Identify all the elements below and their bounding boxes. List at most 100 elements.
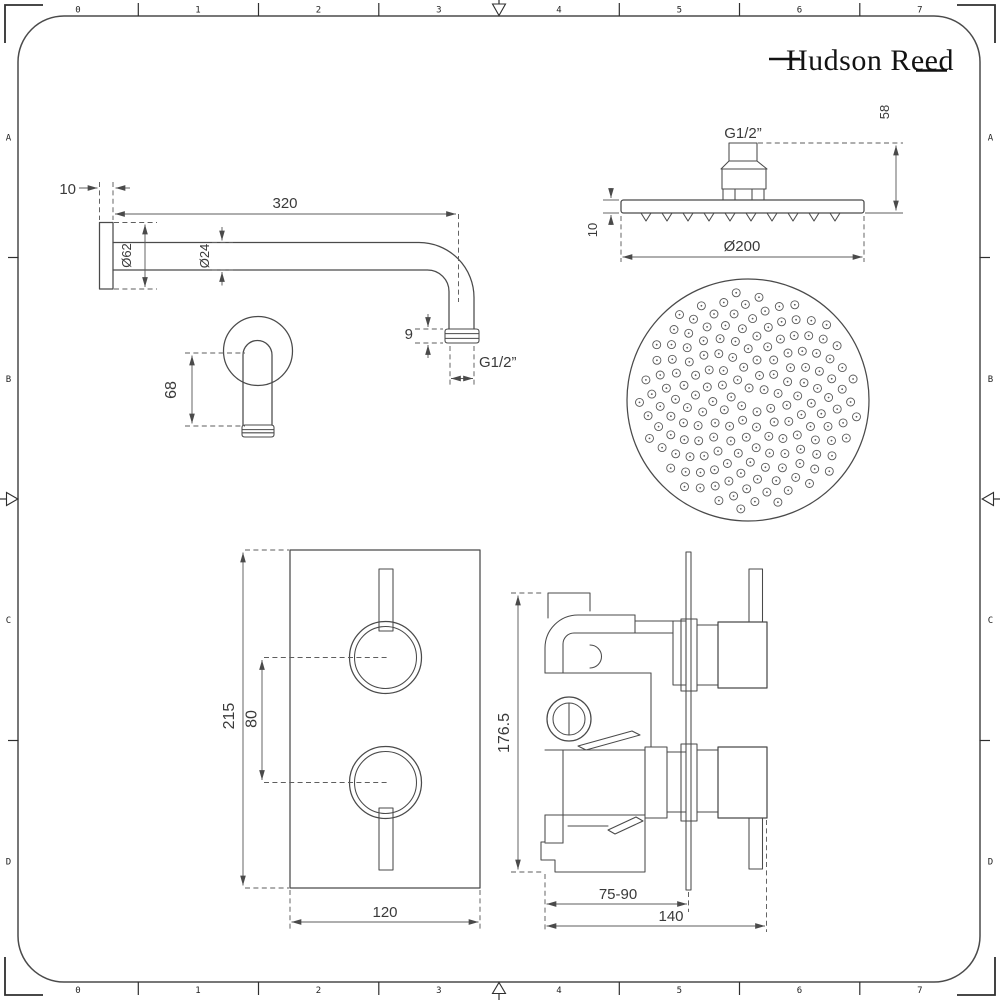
ruler-label: 3 — [436, 6, 441, 16]
ruler-label: 7 — [917, 6, 922, 16]
valve-inlet-box — [547, 592, 591, 619]
arm-thread-collar — [444, 328, 480, 344]
ruler-top: 0 1 2 3 4 5 6 7 — [75, 6, 922, 16]
ruler-label: D — [6, 857, 11, 867]
valve-side-bottom-lever — [748, 817, 764, 870]
center-marker-top-icon — [491, 3, 507, 17]
ruler-right: A B C D — [988, 134, 994, 868]
ruler-label: C — [988, 616, 993, 626]
dim-valve-width: 120 — [372, 904, 397, 921]
ruler-label: 7 — [917, 986, 922, 996]
valve-side-bottom-knob — [717, 746, 768, 819]
center-marker-bottom-icon — [491, 981, 507, 995]
head-nozzle-tips — [640, 212, 841, 222]
ruler-label: A — [6, 134, 12, 144]
ruler-label: B — [6, 375, 11, 385]
valve-bottom-cartridge — [644, 746, 668, 819]
ruler-bottom: 0 1 2 3 4 5 6 7 — [75, 986, 922, 996]
ruler-label: B — [988, 375, 993, 385]
corner-bracket-bottom-right — [957, 957, 996, 996]
ruler-label: D — [988, 857, 993, 867]
dim-head-height: 58 — [877, 105, 892, 119]
dim-recess-depth: 75-90 — [599, 886, 637, 903]
ruler-label: 4 — [556, 986, 561, 996]
center-marker-right-icon — [981, 491, 995, 507]
shower-arm-side-view: 10 320 Ø62 Ø24 9 G1/2” — [59, 181, 517, 387]
valve-side-view: 176.5 75-90 140 — [496, 551, 768, 932]
head-connector-neck — [722, 188, 765, 201]
dim-valve-height: 215 — [221, 703, 238, 730]
ruler-left: A B C D — [6, 134, 12, 868]
ruler-label: 4 — [556, 6, 561, 16]
valve-front-view: 215 80 120 — [221, 549, 481, 929]
ruler-label: 0 — [75, 986, 80, 996]
ruler-label: 0 — [75, 6, 80, 16]
ruler-label: A — [988, 134, 994, 144]
arm-wall-flange — [98, 221, 114, 290]
valve-elbow-outer — [544, 614, 636, 674]
valve-detail-plate-upper — [577, 730, 641, 751]
corner-bracket-top-right — [957, 4, 996, 43]
head-face-rim — [626, 278, 870, 522]
valve-plate — [289, 549, 481, 889]
valve-elbow-inner — [562, 632, 636, 674]
ruler-label: 5 — [677, 6, 682, 16]
dim-valve-side-height: 176.5 — [496, 713, 513, 753]
ruler-label: 1 — [195, 986, 200, 996]
center-marker-left-icon — [5, 491, 19, 507]
dim-arm-thread: G1/2” — [479, 354, 517, 371]
shower-head-face-view — [626, 278, 870, 522]
dim-thread-height: 9 — [405, 326, 413, 343]
dim-tube-diameter: Ø24 — [197, 244, 212, 269]
arm-tube-outer — [112, 241, 475, 330]
valve-side-top-knob — [717, 621, 768, 689]
valve-top-cartridge — [672, 620, 687, 686]
brand-name: Hudson Reed — [786, 44, 954, 77]
arm-drop-tube — [242, 339, 273, 426]
shower-arm-front-view: 68 — [163, 315, 294, 438]
ruler-label: 6 — [797, 986, 802, 996]
arm-flange-front — [222, 315, 294, 387]
valve-body-lower-outline — [540, 814, 646, 873]
ruler-label: 5 — [677, 986, 682, 996]
nozzle-pattern — [635, 288, 861, 514]
frame-border — [17, 15, 981, 983]
arm-tube-inner — [112, 269, 450, 330]
valve-wall-plate — [685, 551, 692, 891]
valve-inlet-port-outer — [546, 696, 592, 742]
valve-bottom-escutcheon — [680, 743, 698, 822]
valve-body-block — [544, 749, 646, 816]
dim-arm-length: 320 — [272, 195, 297, 212]
dim-head-thickness: 10 — [585, 223, 600, 237]
head-connector-block — [721, 168, 767, 190]
valve-side-top-lever — [748, 568, 764, 623]
head-disc — [620, 199, 865, 214]
valve-top-knob-inner — [353, 625, 418, 690]
shower-head-side-view: G1/2” 58 10 Ø200 — [585, 105, 903, 262]
brand-logo: Hudson Reed — [769, 44, 954, 77]
ruler-label: 2 — [316, 986, 321, 996]
dim-flange-diameter: Ø62 — [119, 243, 134, 268]
arm-front-thread-collar — [241, 424, 275, 438]
ruler-ticks — [8, 3, 990, 995]
dim-head-diameter: Ø200 — [724, 238, 761, 255]
ruler-label: C — [6, 616, 11, 626]
valve-bottom-lever — [378, 807, 394, 871]
corner-bracket-bottom-left — [4, 957, 43, 996]
dim-head-thread: G1/2” — [724, 125, 762, 142]
head-thread-stub — [728, 142, 758, 162]
head-connector-collar — [720, 160, 768, 170]
valve-top-escutcheon — [680, 618, 698, 692]
dim-handle-spacing: 80 — [244, 710, 261, 728]
ruler-label: 2 — [316, 6, 321, 16]
dim-flange-thickness: 10 — [59, 181, 76, 198]
valve-top-lever — [378, 568, 394, 632]
valve-bottom-knob-inner — [353, 750, 418, 815]
ruler-label: 3 — [436, 986, 441, 996]
ruler-label: 6 — [797, 6, 802, 16]
corner-bracket-top-left — [4, 4, 43, 43]
